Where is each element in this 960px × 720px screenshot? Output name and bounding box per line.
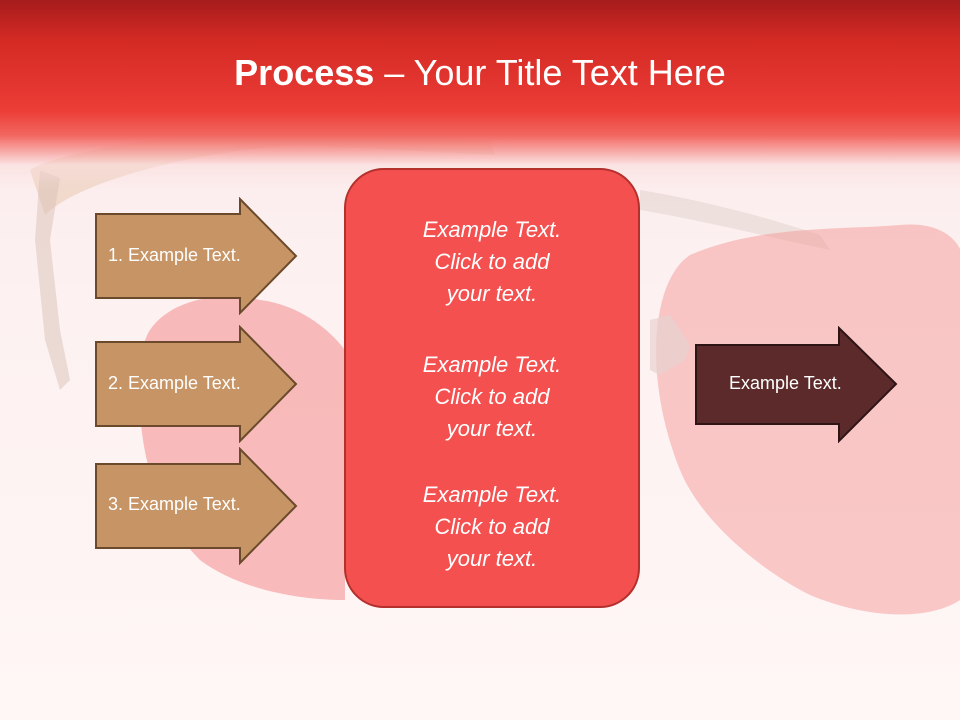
center-block-2: Example Text. Click to add your text. <box>346 349 638 445</box>
left-arrow-2[interactable] <box>94 325 300 443</box>
right-arrow-label: Example Text. <box>729 373 842 393</box>
left-arrow-1-label: 1. Example Text. <box>108 245 241 265</box>
center-block-2-line3: your text. <box>446 416 538 441</box>
center-block-1: Example Text. Click to add your text. <box>346 214 638 310</box>
center-block-2-line2: Click to add <box>434 384 550 409</box>
center-block-2-line1: Example Text. <box>422 352 562 377</box>
left-arrow-3-label: 3. Example Text. <box>108 494 241 514</box>
title-rest: Your Title Text Here <box>413 52 726 93</box>
center-text-box[interactable]: Example Text. Click to add your text. Ex… <box>344 168 640 608</box>
title-bold: Process <box>234 52 375 93</box>
center-block-1-line1: Example Text. <box>422 217 562 242</box>
left-arrow-3[interactable] <box>94 447 300 565</box>
left-arrow-1[interactable] <box>94 197 300 315</box>
left-arrow-2-label: 2. Example Text. <box>108 373 241 393</box>
center-block-3-line2: Click to add <box>434 514 550 539</box>
center-block-3-line3: your text. <box>446 546 538 571</box>
center-block-3-line1: Example Text. <box>422 482 562 507</box>
center-block-3: Example Text. Click to add your text. <box>346 479 638 575</box>
center-block-1-line2: Click to add <box>434 249 550 274</box>
center-block-1-line3: your text. <box>446 281 538 306</box>
header-band <box>0 0 960 190</box>
slide-title[interactable]: Process – Your Title Text Here <box>0 52 960 94</box>
title-dash: – <box>374 52 414 93</box>
right-arrow[interactable] <box>694 326 900 444</box>
